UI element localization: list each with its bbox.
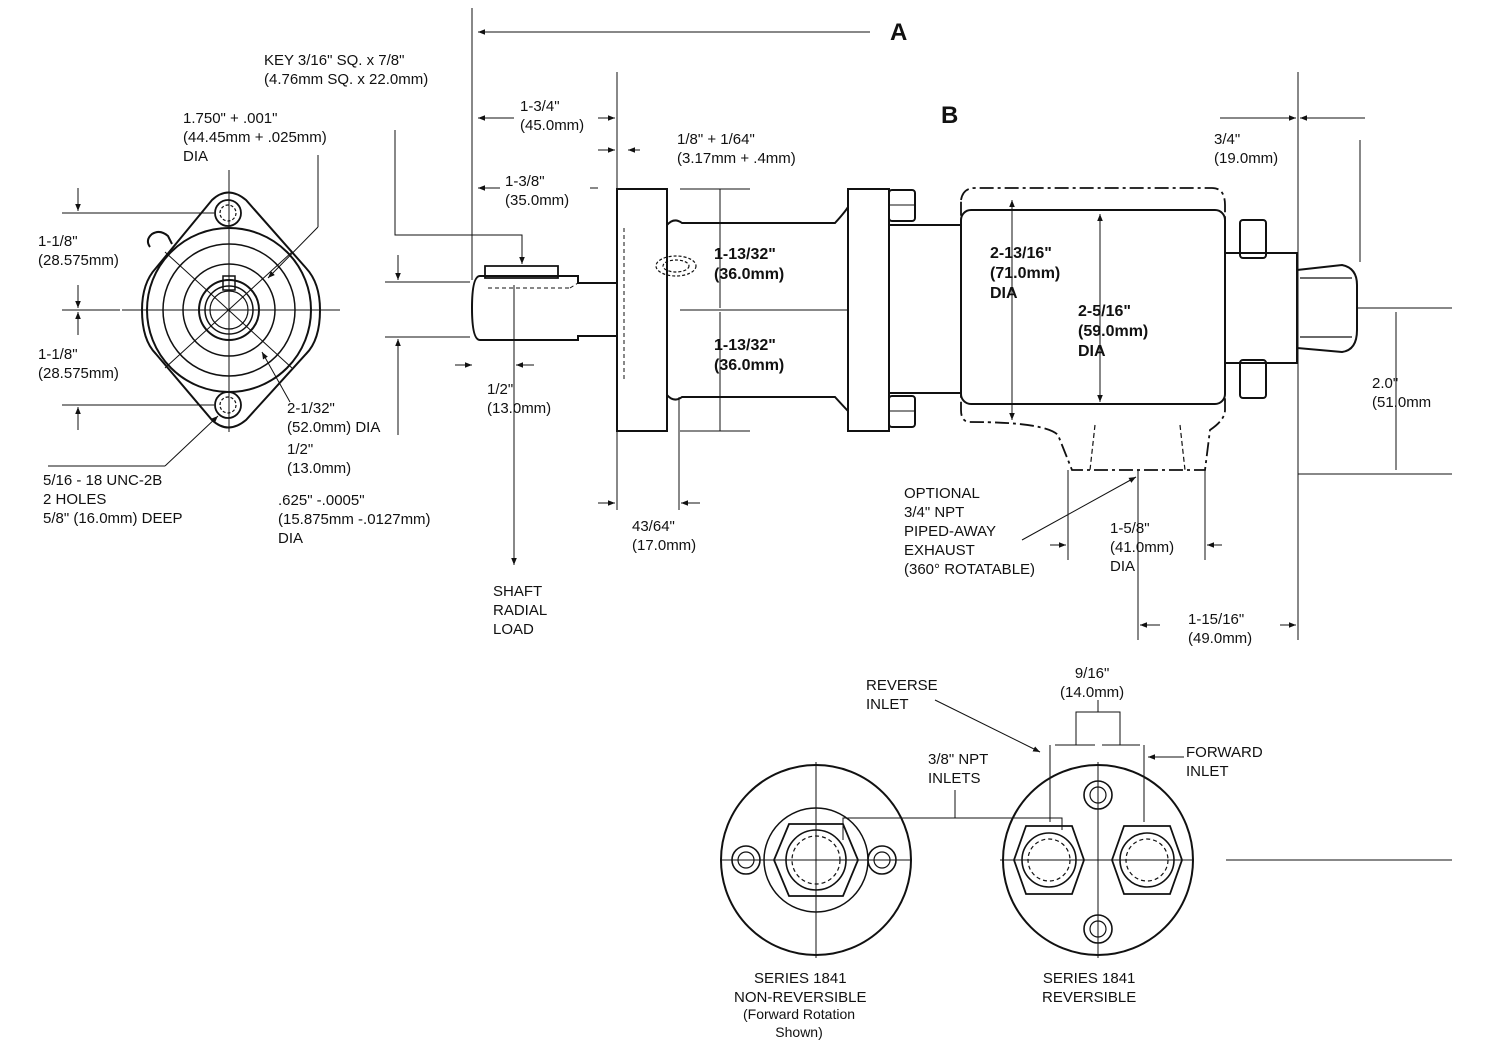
forward-rotation-note: (Forward Rotation Shown) <box>743 1006 856 1040</box>
key-offset-label: 1/2" (13.0mm) <box>287 441 352 477</box>
shaft-length-label: 1-3/4" (45.0mm) <box>520 98 585 134</box>
key-size-label: KEY 3/16" SQ. x 7/8" (4.76mm SQ. x 22.0m… <box>264 52 429 88</box>
key-length-label: 1-3/8" (35.0mm) <box>505 173 570 209</box>
dimension-a-label: A <box>890 19 908 46</box>
shaft-radial-load-label: SHAFT RADIAL LOAD <box>493 583 548 638</box>
shaft-key <box>485 266 558 278</box>
pilot-diameter-label: 1.750" + .001" (44.45mm + .025mm) DIA <box>183 110 327 165</box>
side-view <box>385 8 1452 640</box>
housing-diameter-label: 2-13/16" (71.0mm) DIA <box>990 245 1061 302</box>
flange-diameter-label: 2-1/32" (52.0mm) DIA <box>287 400 381 436</box>
npt-inlets-label: 3/8" NPT INLETS <box>928 751 989 787</box>
end-view-bolt-hole-bottom <box>215 392 241 418</box>
motor-neck <box>667 207 848 411</box>
mounting-flange <box>617 189 667 431</box>
forward-inlet-label: FORWARD INLET <box>1186 744 1263 780</box>
end-view-bolt-hole-top <box>215 200 241 226</box>
inlet-spacing-label: 9/16" (14.0mm) <box>1060 665 1125 701</box>
motor-plate <box>848 189 889 431</box>
half-height-bottom-label: 1-13/32" (36.0mm) <box>714 337 785 374</box>
rear-view-nonreversible <box>720 762 912 958</box>
rear-view-reversible <box>843 700 1452 958</box>
flange-thickness-label: 43/64" (17.0mm) <box>632 518 697 554</box>
exhaust-offset-label: 1-15/16" (49.0mm) <box>1188 611 1253 647</box>
flange-port <box>656 256 696 276</box>
fitting-length-label: 3/4" (19.0mm) <box>1214 131 1279 167</box>
housing-outline <box>961 188 1225 470</box>
series-nonreversible-label: SERIES 1841 NON-REVERSIBLE <box>734 970 867 1006</box>
exhaust-label: OPTIONAL 3/4" NPT PIPED-AWAY EXHAUST (36… <box>904 485 1036 578</box>
shaft <box>472 276 617 340</box>
reverse-inlet-label: REVERSE INLET <box>866 677 938 713</box>
bolt-spacing-top-label: 1-1/8" (28.575mm) <box>38 233 119 269</box>
exhaust-diameter-label: 1-5/8" (41.0mm) DIA <box>1110 520 1175 575</box>
tapped-holes-label: 5/16 - 18 UNC-2B 2 HOLES 5/8" (16.0mm) D… <box>43 472 183 527</box>
load-point-label: 1/2" (13.0mm) <box>487 381 552 417</box>
rear-cap <box>1225 253 1297 363</box>
dimension-b-label: B <box>941 102 959 129</box>
inlet-fitting <box>1297 265 1357 352</box>
body-diameter-label: 2-5/16" (59.0mm) DIA <box>1078 303 1149 360</box>
end-view <box>48 155 340 466</box>
series-reversible-label: SERIES 1841 REVERSIBLE <box>1042 970 1137 1006</box>
bolt-spacing-bottom-label: 1-1/8" (28.575mm) <box>38 346 119 382</box>
pilot-depth-label: 1/8" + 1/64" (3.17mm + .4mm) <box>677 131 796 167</box>
overall-height-label: 2.0" (51.0mm <box>1372 375 1432 411</box>
half-height-top-label: 1-13/32" (36.0mm) <box>714 246 785 283</box>
end-view-boss <box>148 232 172 247</box>
shaft-diameter-label: .625" -.0005" (15.875mm -.0127mm) DIA <box>278 492 431 547</box>
